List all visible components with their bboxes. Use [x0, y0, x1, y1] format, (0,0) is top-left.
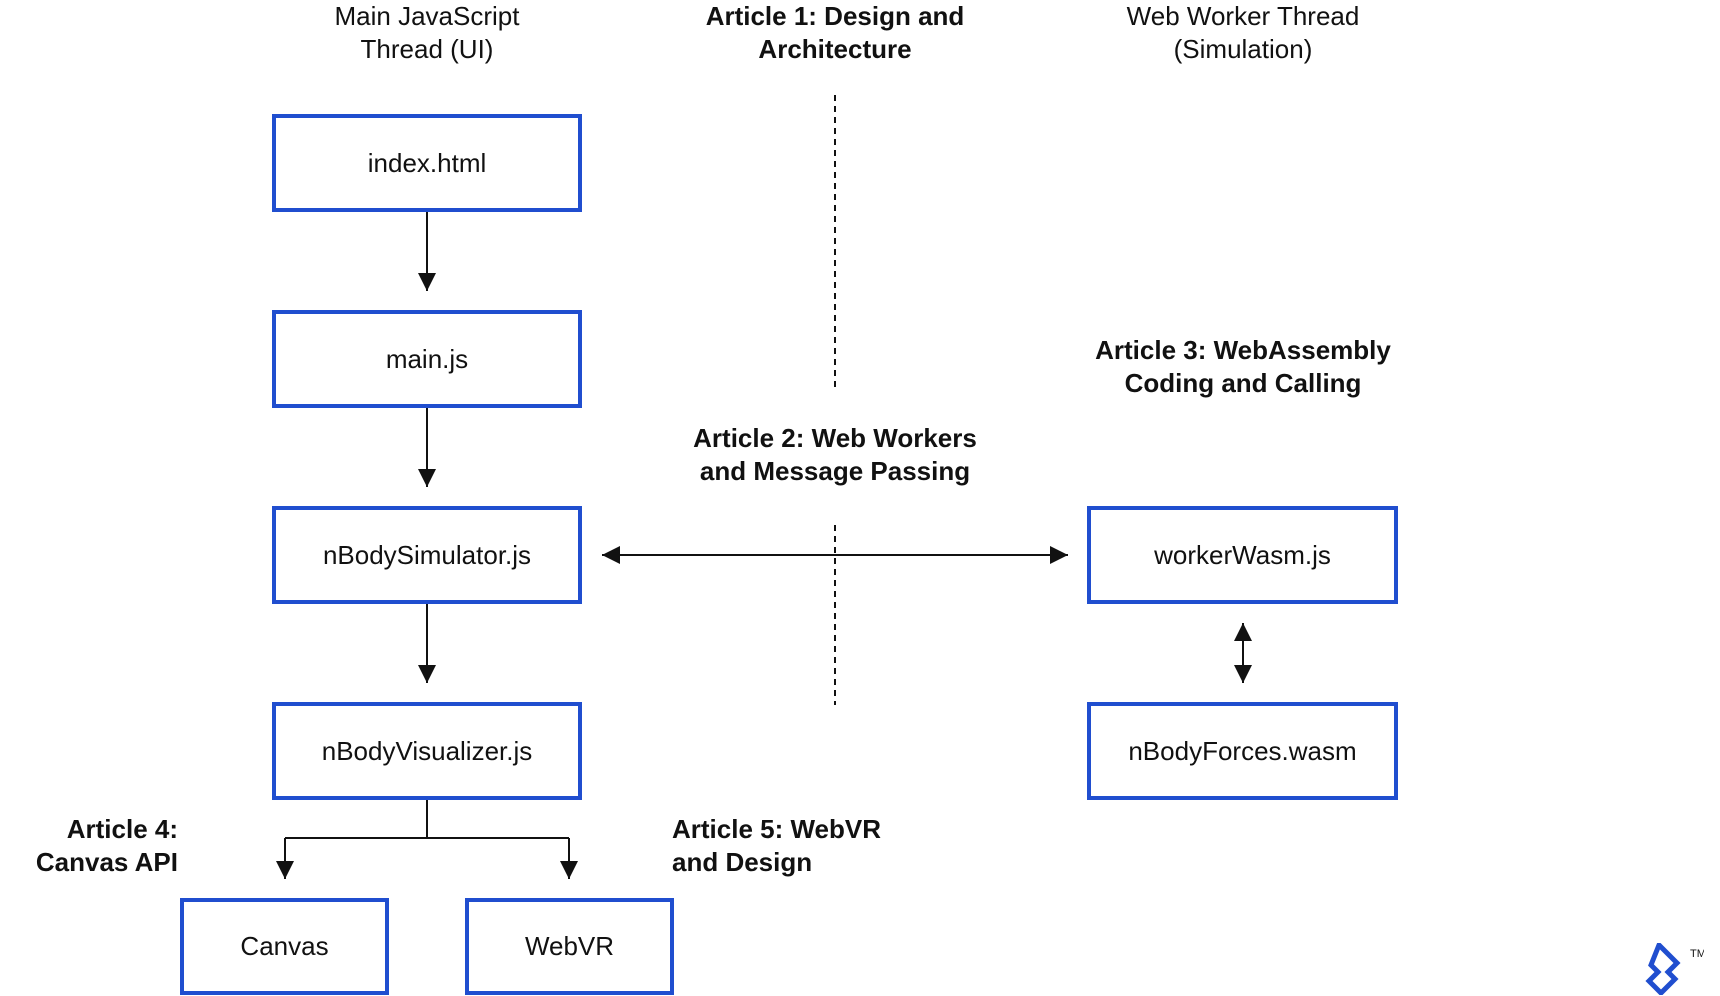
main-js-box: main.js [272, 310, 582, 408]
article4-heading-line2: Canvas API [35, 847, 178, 877]
nbody-simulator-box: nBodySimulator.js [272, 506, 582, 604]
main-thread-heading-line1: Main JavaScript [334, 1, 520, 31]
connector-visualizer-split [285, 798, 569, 839]
worker-wasm-box: workerWasm.js [1087, 506, 1398, 604]
nbody-visualizer-box: nBodyVisualizer.js [272, 702, 582, 800]
article1-heading: Article 1: Design and Architecture [660, 0, 1010, 66]
worker-thread-heading-line1: Web Worker Thread [1126, 1, 1360, 31]
article4-heading: Article 4: Canvas API [20, 813, 178, 879]
article2-heading-line1: Article 2: Web Workers [693, 423, 977, 453]
article3-heading-line2: Coding and Calling [1124, 368, 1362, 398]
article5-heading-line1: Article 5: WebVR [672, 814, 882, 844]
nbody-forces-box: nBodyForces.wasm [1087, 702, 1398, 800]
main-thread-heading: Main JavaScript Thread (UI) [277, 0, 577, 66]
canvas-box: Canvas [180, 898, 389, 995]
toptal-logo-icon: TM [1645, 943, 1704, 995]
article1-heading-line1: Article 1: Design and [705, 1, 965, 31]
article4-heading-line1: Article 4: [66, 814, 178, 844]
main-thread-heading-line2: Thread (UI) [360, 34, 494, 64]
article2-heading-line2: and Message Passing [699, 456, 971, 486]
article2-heading: Article 2: Web Workers and Message Passi… [660, 422, 1010, 488]
article5-heading-line2: and Design [672, 847, 813, 877]
trademark-mark: TM [1690, 948, 1704, 960]
webvr-box: WebVR [465, 898, 674, 995]
worker-thread-heading-line2: (Simulation) [1173, 34, 1313, 64]
article1-heading-line2: Architecture [758, 34, 912, 64]
article5-heading: Article 5: WebVR and Design [672, 813, 932, 879]
index-html-box: index.html [272, 114, 582, 212]
article3-heading-line1: Article 3: WebAssembly [1095, 335, 1391, 365]
worker-thread-heading: Web Worker Thread (Simulation) [1093, 0, 1393, 66]
article3-heading: Article 3: WebAssembly Coding and Callin… [1068, 334, 1418, 400]
